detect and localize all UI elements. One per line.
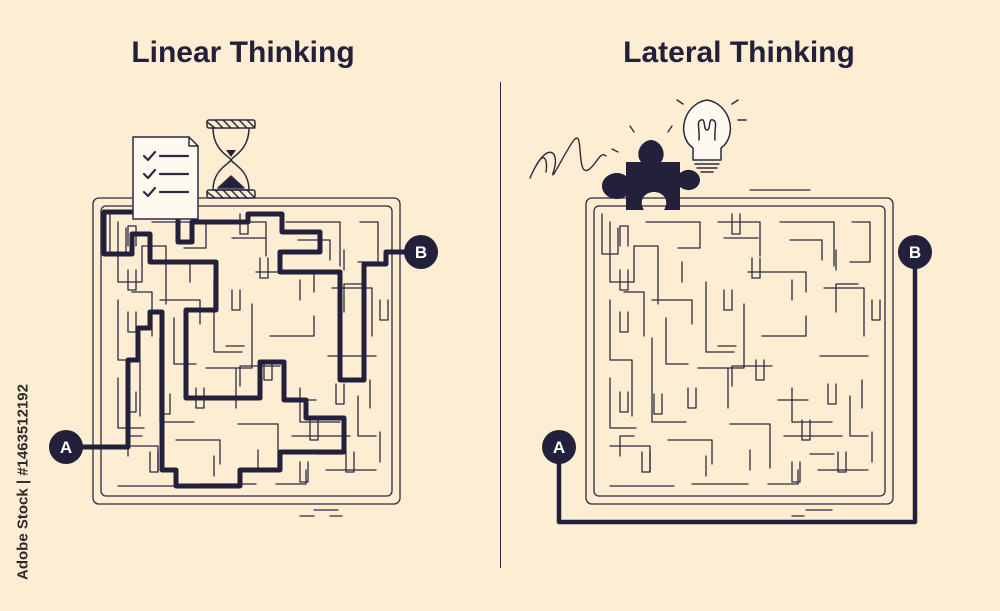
lateral-thinking-title: Lateral Thinking xyxy=(623,36,855,69)
right-maze xyxy=(585,189,894,517)
scribble-icon xyxy=(529,137,607,179)
left-solution-path xyxy=(77,209,411,489)
lightbulb-icon xyxy=(676,99,747,173)
right-end-badge: B xyxy=(898,235,932,269)
hourglass-icon xyxy=(206,119,256,199)
right-start-badge: A xyxy=(542,430,576,464)
stock-id-text: Adobe Stock | #1463512192 xyxy=(14,384,32,580)
right-start-label: A xyxy=(553,438,565,457)
left-start-label: A xyxy=(60,438,72,457)
right-end-label: B xyxy=(909,243,921,262)
left-start-badge: A xyxy=(49,430,83,464)
stock-id-watermark: Adobe Stock | #1463512192 xyxy=(14,372,32,592)
left-end-badge: B xyxy=(404,235,438,269)
puzzle-motion-lines xyxy=(611,125,673,153)
checklist-icon xyxy=(132,136,199,220)
left-end-label: B xyxy=(415,243,427,262)
center-divider xyxy=(500,82,501,568)
puzzle-piece-icon xyxy=(602,140,700,210)
right-solution-path xyxy=(556,255,918,525)
linear-thinking-title: Linear Thinking xyxy=(131,36,355,69)
